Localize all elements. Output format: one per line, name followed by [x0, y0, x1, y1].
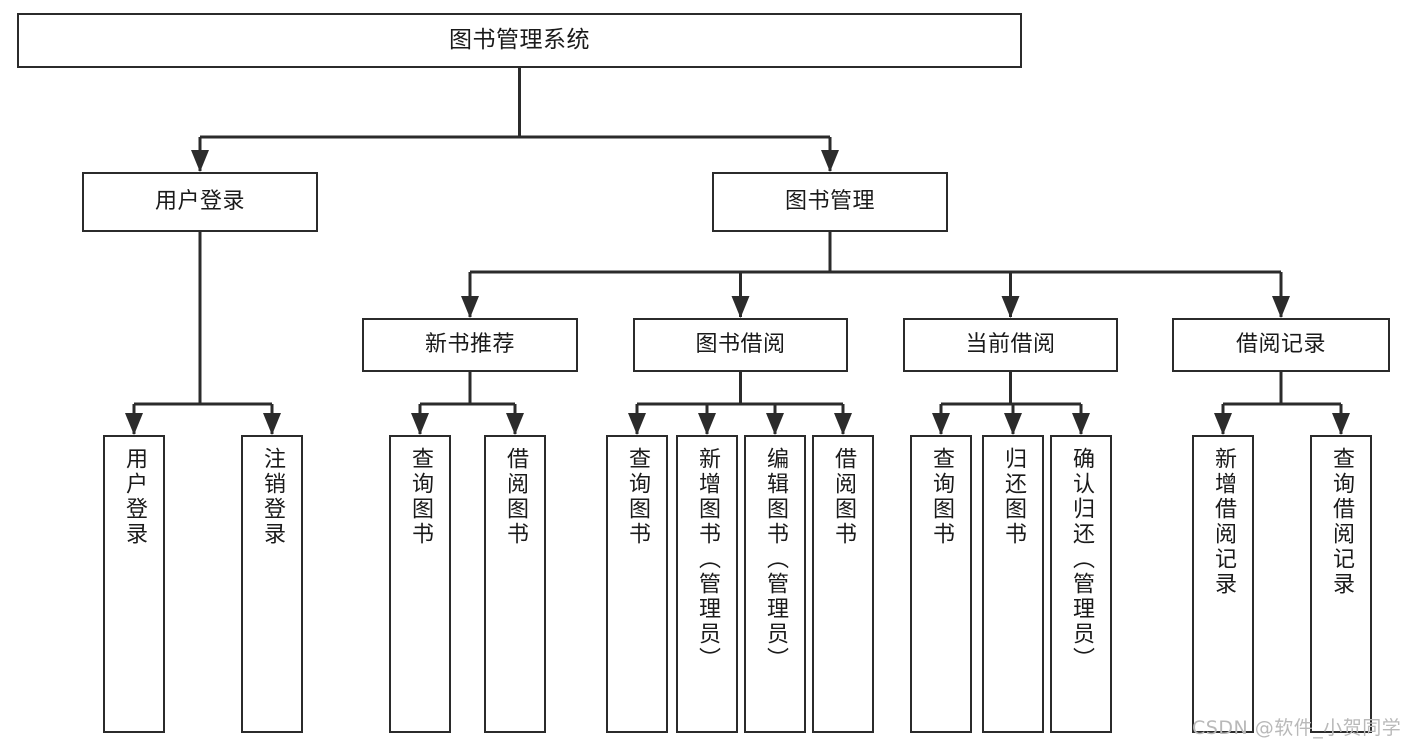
node-borrow-record[interactable]: 借阅记录 [1172, 318, 1390, 372]
arrow-head-leaf-cb-return [1004, 413, 1022, 435]
arrow-head-new-book-rec [461, 296, 479, 318]
node-leaf-cb-query[interactable]: 查询图书 [910, 435, 972, 733]
node-book-borrow[interactable]: 图书借阅 [633, 318, 848, 372]
node-label: 新增借阅记录 [1211, 447, 1236, 597]
arrow-head-leaf-cb-confirm [1072, 413, 1090, 435]
node-label: 编辑图书（管理员） [763, 447, 788, 672]
arrow-head-book-borrow [731, 296, 750, 318]
arrow-head-leaf-rec-query [411, 413, 429, 435]
node-new-book-rec[interactable]: 新书推荐 [362, 318, 578, 372]
node-label: 当前借阅 [965, 332, 1056, 358]
node-label: 新增图书（管理员） [695, 447, 720, 672]
node-label: 归还图书 [1001, 447, 1026, 547]
node-user-login[interactable]: 用户登录 [82, 172, 318, 232]
arrow-head-leaf-user-logout [263, 413, 281, 435]
arrow-head-leaf-bb-edit [766, 413, 784, 435]
arrow-head-leaf-cb-query [932, 413, 950, 435]
node-label: 图书借阅 [695, 332, 786, 358]
arrow-head-leaf-bb-query [628, 413, 646, 435]
node-label: 查询借阅记录 [1329, 447, 1354, 597]
arrow-head-user-login [191, 150, 209, 172]
node-label: 借阅图书 [831, 447, 856, 547]
node-leaf-bb-query[interactable]: 查询图书 [606, 435, 668, 733]
node-leaf-cb-confirm[interactable]: 确认归还（管理员） [1050, 435, 1112, 733]
node-label: 确认归还（管理员） [1069, 447, 1094, 672]
node-current-borrow[interactable]: 当前借阅 [903, 318, 1118, 372]
node-label: 借阅记录 [1235, 332, 1326, 358]
node-leaf-bb-add[interactable]: 新增图书（管理员） [676, 435, 738, 733]
node-label: 查询图书 [929, 447, 954, 547]
arrow-head-leaf-bb-borrow [834, 413, 852, 435]
arrow-head-current-borrow [1001, 296, 1020, 318]
node-leaf-bb-borrow[interactable]: 借阅图书 [812, 435, 874, 733]
node-label: 查询图书 [625, 447, 650, 547]
watermark-text: CSDN @软件_小贺同学 [1192, 717, 1402, 739]
node-root[interactable]: 图书管理系统 [17, 13, 1022, 68]
node-label: 新书推荐 [424, 332, 515, 358]
node-label: 用户登录 [154, 189, 245, 215]
arrow-head-book-manage [821, 150, 839, 172]
node-label: 查询图书 [408, 447, 433, 547]
node-label: 借阅图书 [503, 447, 528, 547]
node-leaf-br-query[interactable]: 查询借阅记录 [1310, 435, 1372, 733]
node-leaf-rec-borrow[interactable]: 借阅图书 [484, 435, 546, 733]
arrow-head-leaf-user-login [125, 413, 143, 435]
node-leaf-br-add[interactable]: 新增借阅记录 [1192, 435, 1254, 733]
node-leaf-user-logout[interactable]: 注销登录 [241, 435, 303, 733]
node-leaf-user-login[interactable]: 用户登录 [103, 435, 165, 733]
arrow-head-leaf-br-add [1214, 413, 1232, 435]
node-book-manage[interactable]: 图书管理 [712, 172, 948, 232]
node-label: 用户登录 [122, 447, 147, 547]
node-label: 图书管理系统 [449, 27, 590, 54]
arrow-head-leaf-br-query [1332, 413, 1350, 435]
arrow-head-leaf-bb-add [698, 413, 716, 435]
arrow-head-borrow-record [1272, 296, 1290, 318]
node-leaf-bb-edit[interactable]: 编辑图书（管理员） [744, 435, 806, 733]
node-leaf-cb-return[interactable]: 归还图书 [982, 435, 1044, 733]
node-label: 注销登录 [260, 447, 285, 547]
node-leaf-rec-query[interactable]: 查询图书 [389, 435, 451, 733]
node-label: 图书管理 [784, 189, 875, 215]
arrow-head-leaf-rec-borrow [506, 413, 524, 435]
